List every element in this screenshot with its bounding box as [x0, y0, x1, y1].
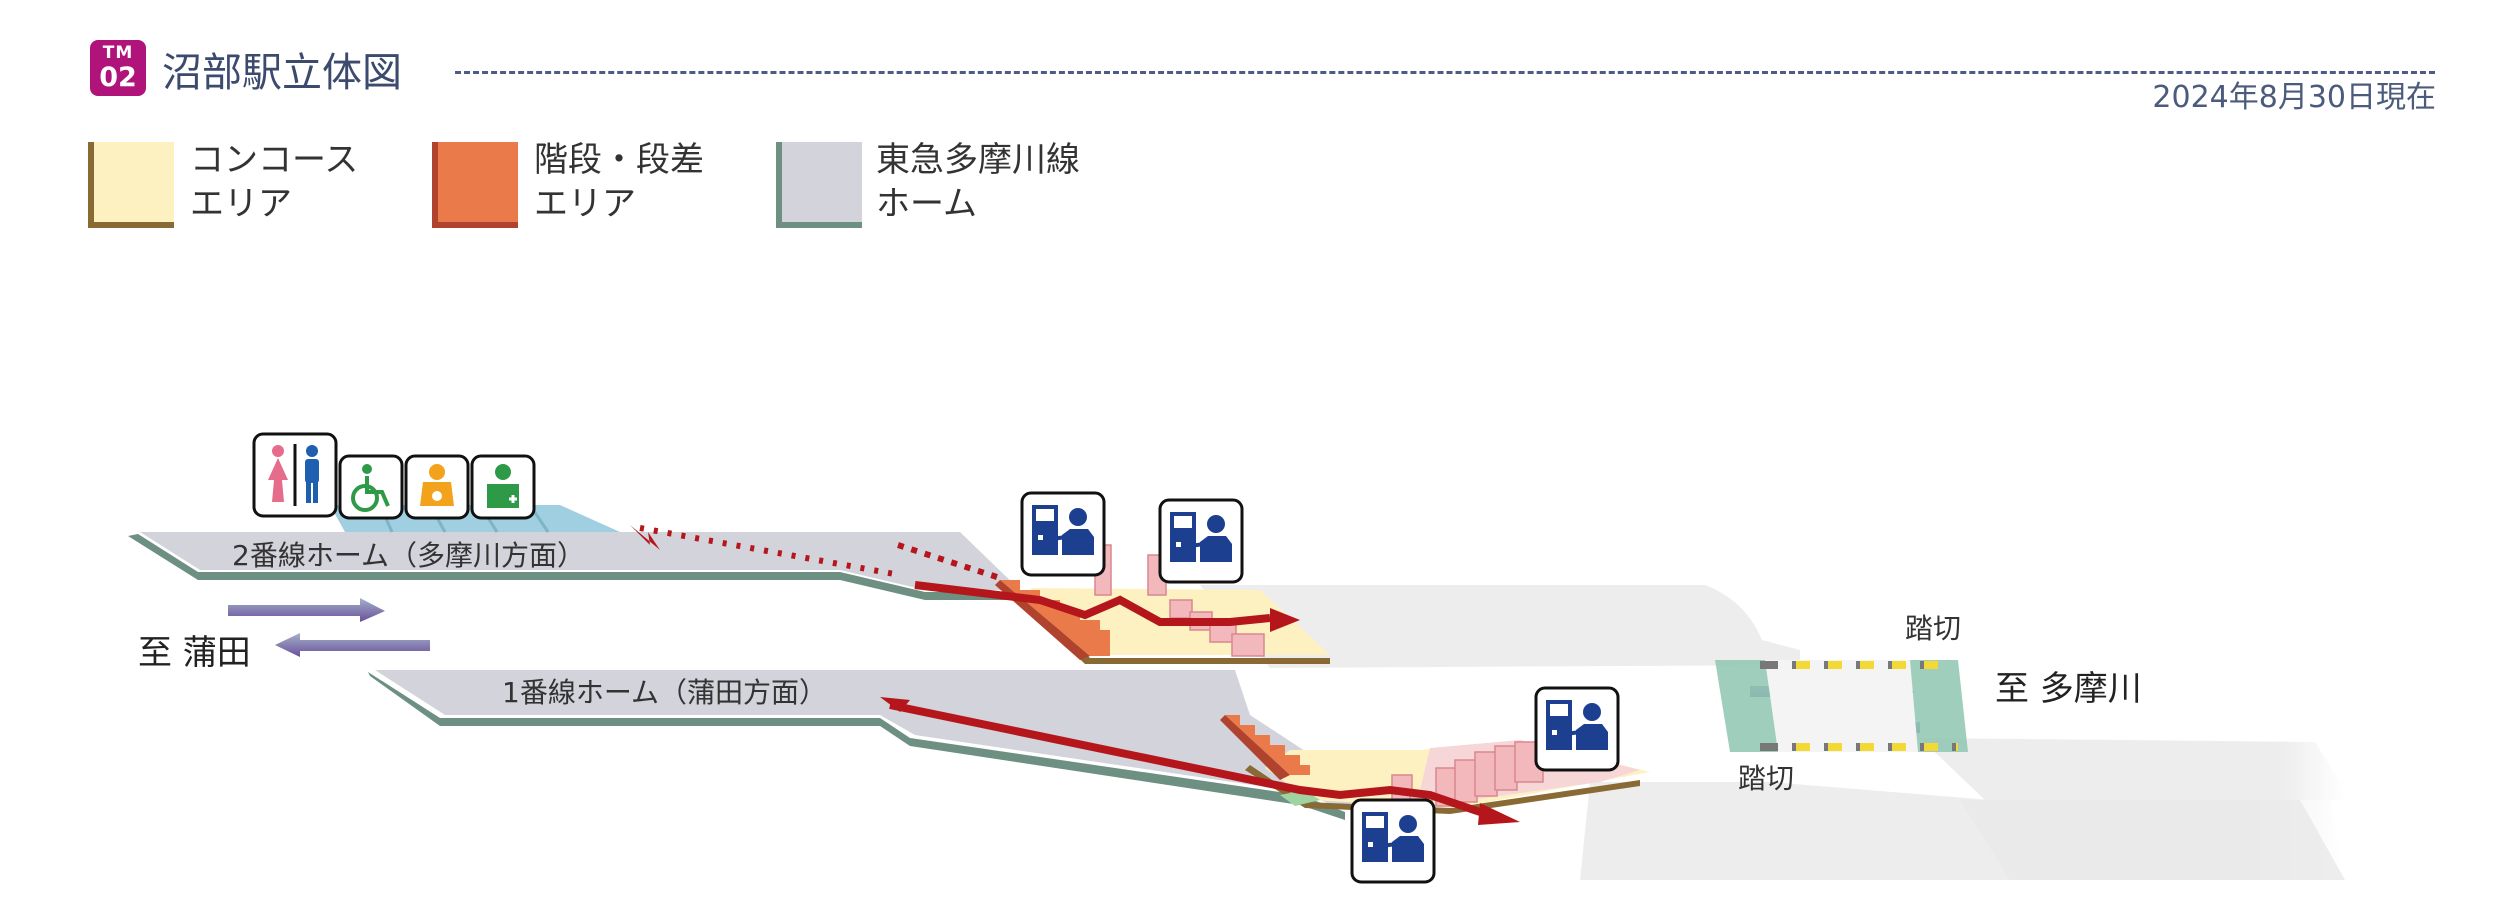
legend-swatch-concourse [88, 142, 174, 228]
legend-label-stairs: 階段・段差 エリア [534, 138, 704, 226]
accessible-routes [630, 525, 1520, 825]
legend-platform-line2: ホーム [876, 184, 977, 224]
route-platform-1 [889, 701, 1482, 816]
legend-swatch-stairs [432, 142, 518, 228]
route-arrowhead-upper-exit [1270, 608, 1300, 632]
lower-stairs [1225, 715, 1310, 775]
platform-2-label: 2番線ホーム（多摩川方面） [232, 539, 585, 572]
route-arrowhead-platform-1 [880, 697, 910, 712]
ground-upper-street [1200, 585, 1800, 668]
page-title: 沼部駅立体図 [162, 50, 402, 96]
legend-stairs-line2: エリア [534, 184, 636, 224]
legend-concourse-line1: コンコース [190, 140, 359, 180]
train-arrow-left-top [228, 598, 385, 622]
crossing-top-label: 踏切 [1905, 612, 1961, 645]
ground-lower-right [1960, 800, 2345, 880]
ticket-machine-icon [1350, 798, 1436, 884]
ticket-machine-icon [1534, 686, 1620, 772]
line-badge: TM 02 [90, 40, 146, 96]
as-of-date: 2024年8月30日現在 [2152, 80, 2436, 115]
legend-stairs-line1: 階段・段差 [534, 140, 704, 180]
ground-areas [1200, 585, 2345, 880]
ground-right-street [1920, 738, 2345, 800]
ticket-machine-icon [1020, 491, 1106, 577]
route-dotted-platform-2 [897, 542, 1001, 581]
dest-left-label: 至 蒲田 [138, 633, 251, 673]
crossing-bottom-label: 踏切 [1738, 762, 1794, 795]
route-arrowhead-lower-exit [1478, 803, 1520, 825]
legend-platform-line1: 東急多摩川線 [876, 140, 1080, 180]
route-upper-concourse [914, 581, 1271, 626]
restroom-icon [252, 432, 338, 518]
platform-1-surface [375, 670, 1380, 808]
accessible-toilet-icon [338, 454, 404, 520]
platform-2-surface [140, 532, 1020, 590]
badge-line-code: TM [102, 43, 134, 63]
platform-1-label: 1番線ホーム（蒲田方面） [502, 676, 827, 709]
lower-stairs-shade [1220, 715, 1290, 780]
platform-1: 1番線ホーム（蒲田方面） [368, 670, 1380, 820]
legend-label-platform: 東急多摩川線 ホーム [876, 138, 1080, 226]
platform-2: 2番線ホーム（多摩川方面） [128, 504, 1020, 600]
dest-right-label: 至 多摩川 [1995, 669, 2142, 709]
ticket-machine-icon [1158, 498, 1244, 584]
crossing-road [1765, 660, 1918, 752]
level-crossing: 踏切 踏切 [1715, 612, 1968, 795]
train-arrow-left-bottom [275, 633, 430, 657]
platform-2-edge [128, 534, 1020, 600]
title-divider [455, 71, 2435, 74]
route-arrowhead-platform-2 [630, 525, 660, 550]
multipurpose-room-icon [470, 454, 536, 520]
baby-care-icon [404, 454, 470, 520]
legend-concourse-line2: エリア [190, 184, 292, 224]
legend-label-concourse: コンコース エリア [190, 138, 358, 226]
legend-swatch-platform [776, 142, 862, 228]
badge-station-number: 02 [99, 62, 137, 93]
route-dotted-to-platform-2 [639, 525, 901, 578]
